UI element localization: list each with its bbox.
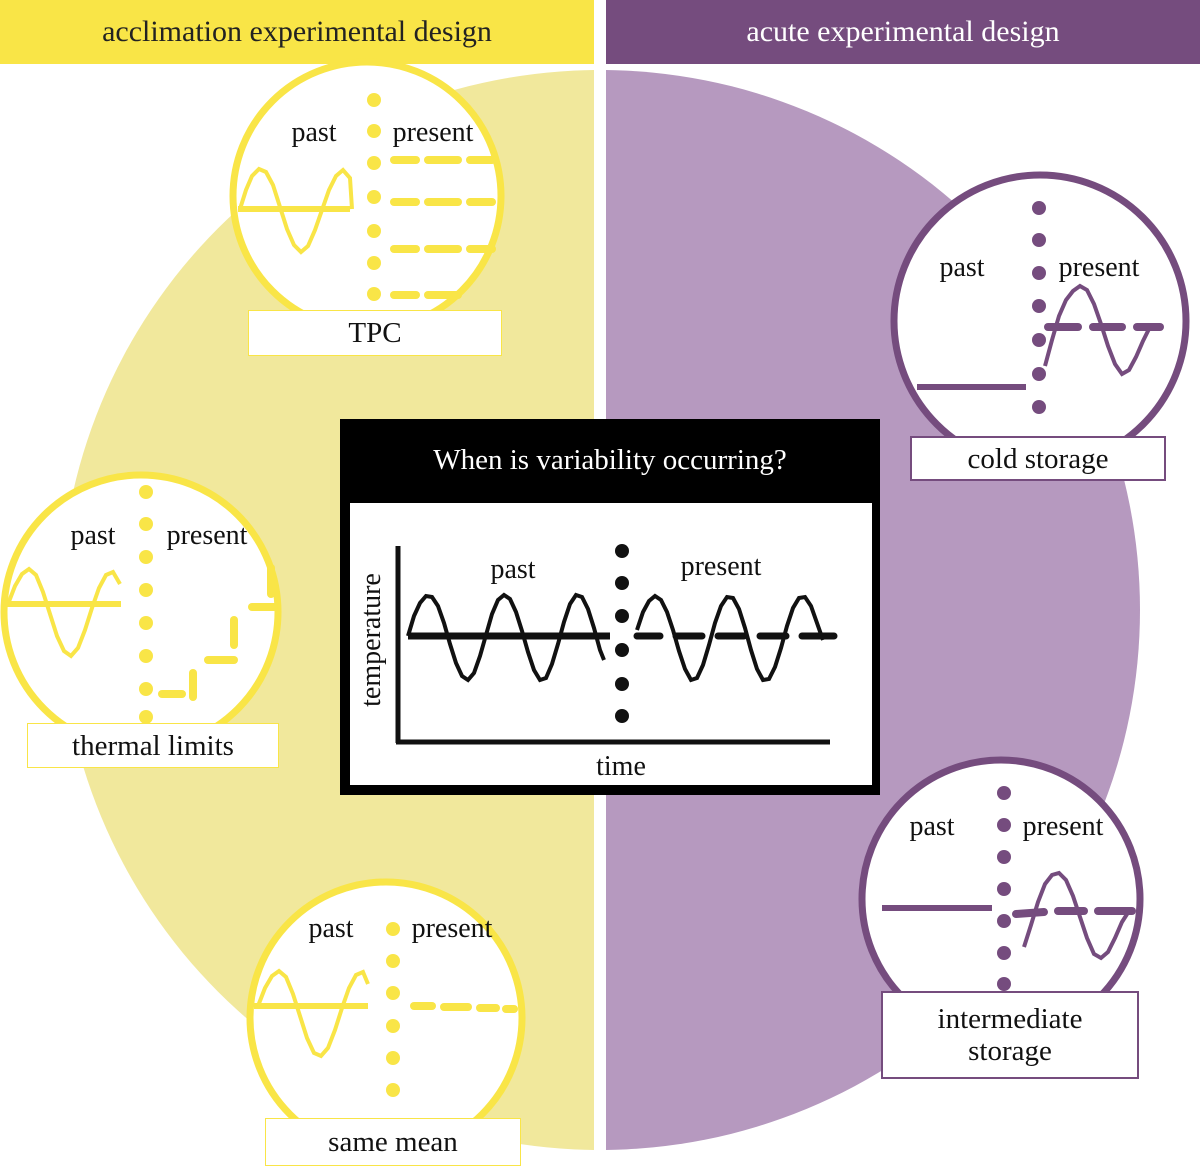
center-panel: past present temperature time bbox=[340, 419, 880, 795]
center-present-sine-wave bbox=[635, 593, 825, 683]
center-question: When is variability occurring? bbox=[433, 443, 787, 476]
intermediate-storage-past-text: past bbox=[909, 811, 954, 842]
cold-storage-label: cold storage bbox=[910, 436, 1166, 481]
cold-storage-present-text: present bbox=[1059, 252, 1140, 283]
intermediate-storage-label-line1: intermediate bbox=[937, 1003, 1083, 1035]
thermal-limits-divider-dots bbox=[139, 485, 153, 724]
same-mean-divider-dots bbox=[386, 922, 400, 1097]
acclimation-banner-title: acclimation experimental design bbox=[102, 15, 492, 48]
tpc-past-text: past bbox=[291, 117, 336, 148]
same-mean-past-text: past bbox=[308, 913, 353, 944]
center-xlabel: time bbox=[596, 751, 646, 782]
tpc-dashed-lines bbox=[390, 156, 496, 299]
cold-storage-divider-dots bbox=[1032, 201, 1046, 414]
thermal-limits-panel: past present bbox=[0, 471, 282, 753]
thermal-limits-past-text: past bbox=[70, 520, 115, 551]
acclimation-banner-bg bbox=[0, 0, 594, 64]
center-divider-dots bbox=[615, 544, 629, 723]
tpc-sine-wave bbox=[238, 166, 354, 255]
thermal-limits-sine-wave bbox=[6, 566, 122, 659]
acute-banner-title: acute experimental design bbox=[746, 15, 1060, 48]
intermediate-storage-label-line2: storage bbox=[968, 1035, 1052, 1067]
thermal-limits-staircase bbox=[158, 564, 278, 701]
same-mean-label: same mean bbox=[265, 1118, 521, 1166]
center-past-text: past bbox=[490, 554, 535, 585]
tpc-divider-dots bbox=[367, 93, 381, 301]
intermediate-storage-divider-dots bbox=[997, 786, 1011, 991]
intermediate-storage-present-text: present bbox=[1023, 811, 1104, 842]
center-past-sine-wave bbox=[406, 592, 606, 683]
cold-storage-past-text: past bbox=[939, 252, 984, 283]
same-mean-panel: past present bbox=[246, 878, 526, 1158]
same-mean-sine-wave bbox=[256, 968, 370, 1059]
same-mean-dashed-line bbox=[410, 1002, 518, 1013]
thermal-limits-present-text: present bbox=[167, 520, 248, 551]
thermal-limits-label: thermal limits bbox=[27, 723, 279, 768]
same-mean-present-text: present bbox=[412, 913, 493, 944]
tpc-present-text: present bbox=[393, 117, 474, 148]
intermediate-storage-label: intermediate storage bbox=[881, 991, 1139, 1079]
tpc-panel: past present bbox=[229, 58, 505, 334]
acute-banner-bg bbox=[606, 0, 1200, 64]
tpc-label: TPC bbox=[248, 310, 502, 356]
intermediate-storage-sine-wave bbox=[1022, 870, 1135, 961]
center-present-text: present bbox=[681, 551, 762, 582]
intermediate-storage-panel: past present bbox=[858, 756, 1144, 1042]
center-ylabel: temperature bbox=[356, 573, 387, 707]
cold-storage-panel: past present bbox=[890, 171, 1190, 471]
intermediate-storage-dashed-line bbox=[1012, 907, 1136, 918]
